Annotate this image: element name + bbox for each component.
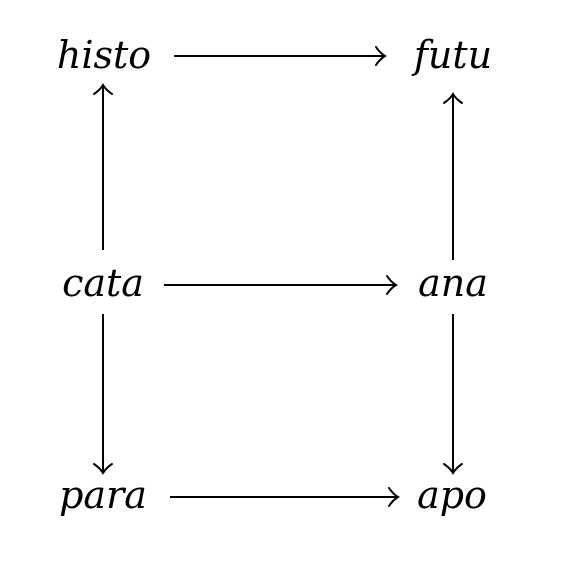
arrow-ana-to-apo — [443, 314, 463, 475]
node-para: para — [59, 473, 147, 517]
node-cata: cata — [62, 261, 144, 305]
node-futu: futu — [411, 33, 492, 77]
arrow-ana-to-futu — [443, 92, 463, 260]
arrow-cata-to-ana — [164, 275, 398, 295]
arrow-histo-to-futu — [174, 46, 387, 66]
arrow-cata-to-para — [93, 314, 113, 475]
node-histo: histo — [57, 33, 151, 77]
node-apo: apo — [417, 473, 487, 517]
arrow-cata-to-histo — [93, 83, 113, 250]
node-ana: ana — [418, 261, 488, 305]
arrow-para-to-apo — [170, 487, 400, 507]
